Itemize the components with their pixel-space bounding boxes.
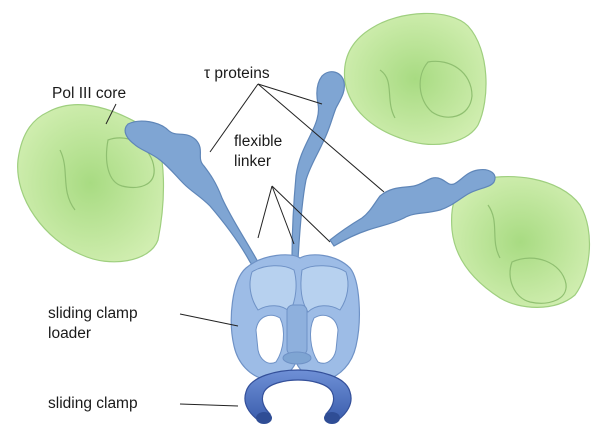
pol-iii-core-top bbox=[344, 13, 486, 144]
tau-protein-top bbox=[292, 72, 344, 260]
sliding-clamp-loader bbox=[231, 255, 359, 380]
sliding-clamp bbox=[245, 370, 351, 424]
label-linker: linker bbox=[234, 153, 271, 170]
label-pol-iii-core: Pol III core bbox=[52, 85, 126, 102]
label-tau-proteins: τ proteins bbox=[204, 65, 270, 82]
label-sliding-clamp-loader-line1: sliding clamp bbox=[48, 305, 138, 322]
label-sliding-clamp-loader-line2: loader bbox=[48, 325, 91, 342]
pol-iii-core-right bbox=[452, 177, 590, 308]
label-flexible: flexible bbox=[234, 133, 282, 150]
label-sliding-clamp: sliding clamp bbox=[48, 395, 138, 412]
